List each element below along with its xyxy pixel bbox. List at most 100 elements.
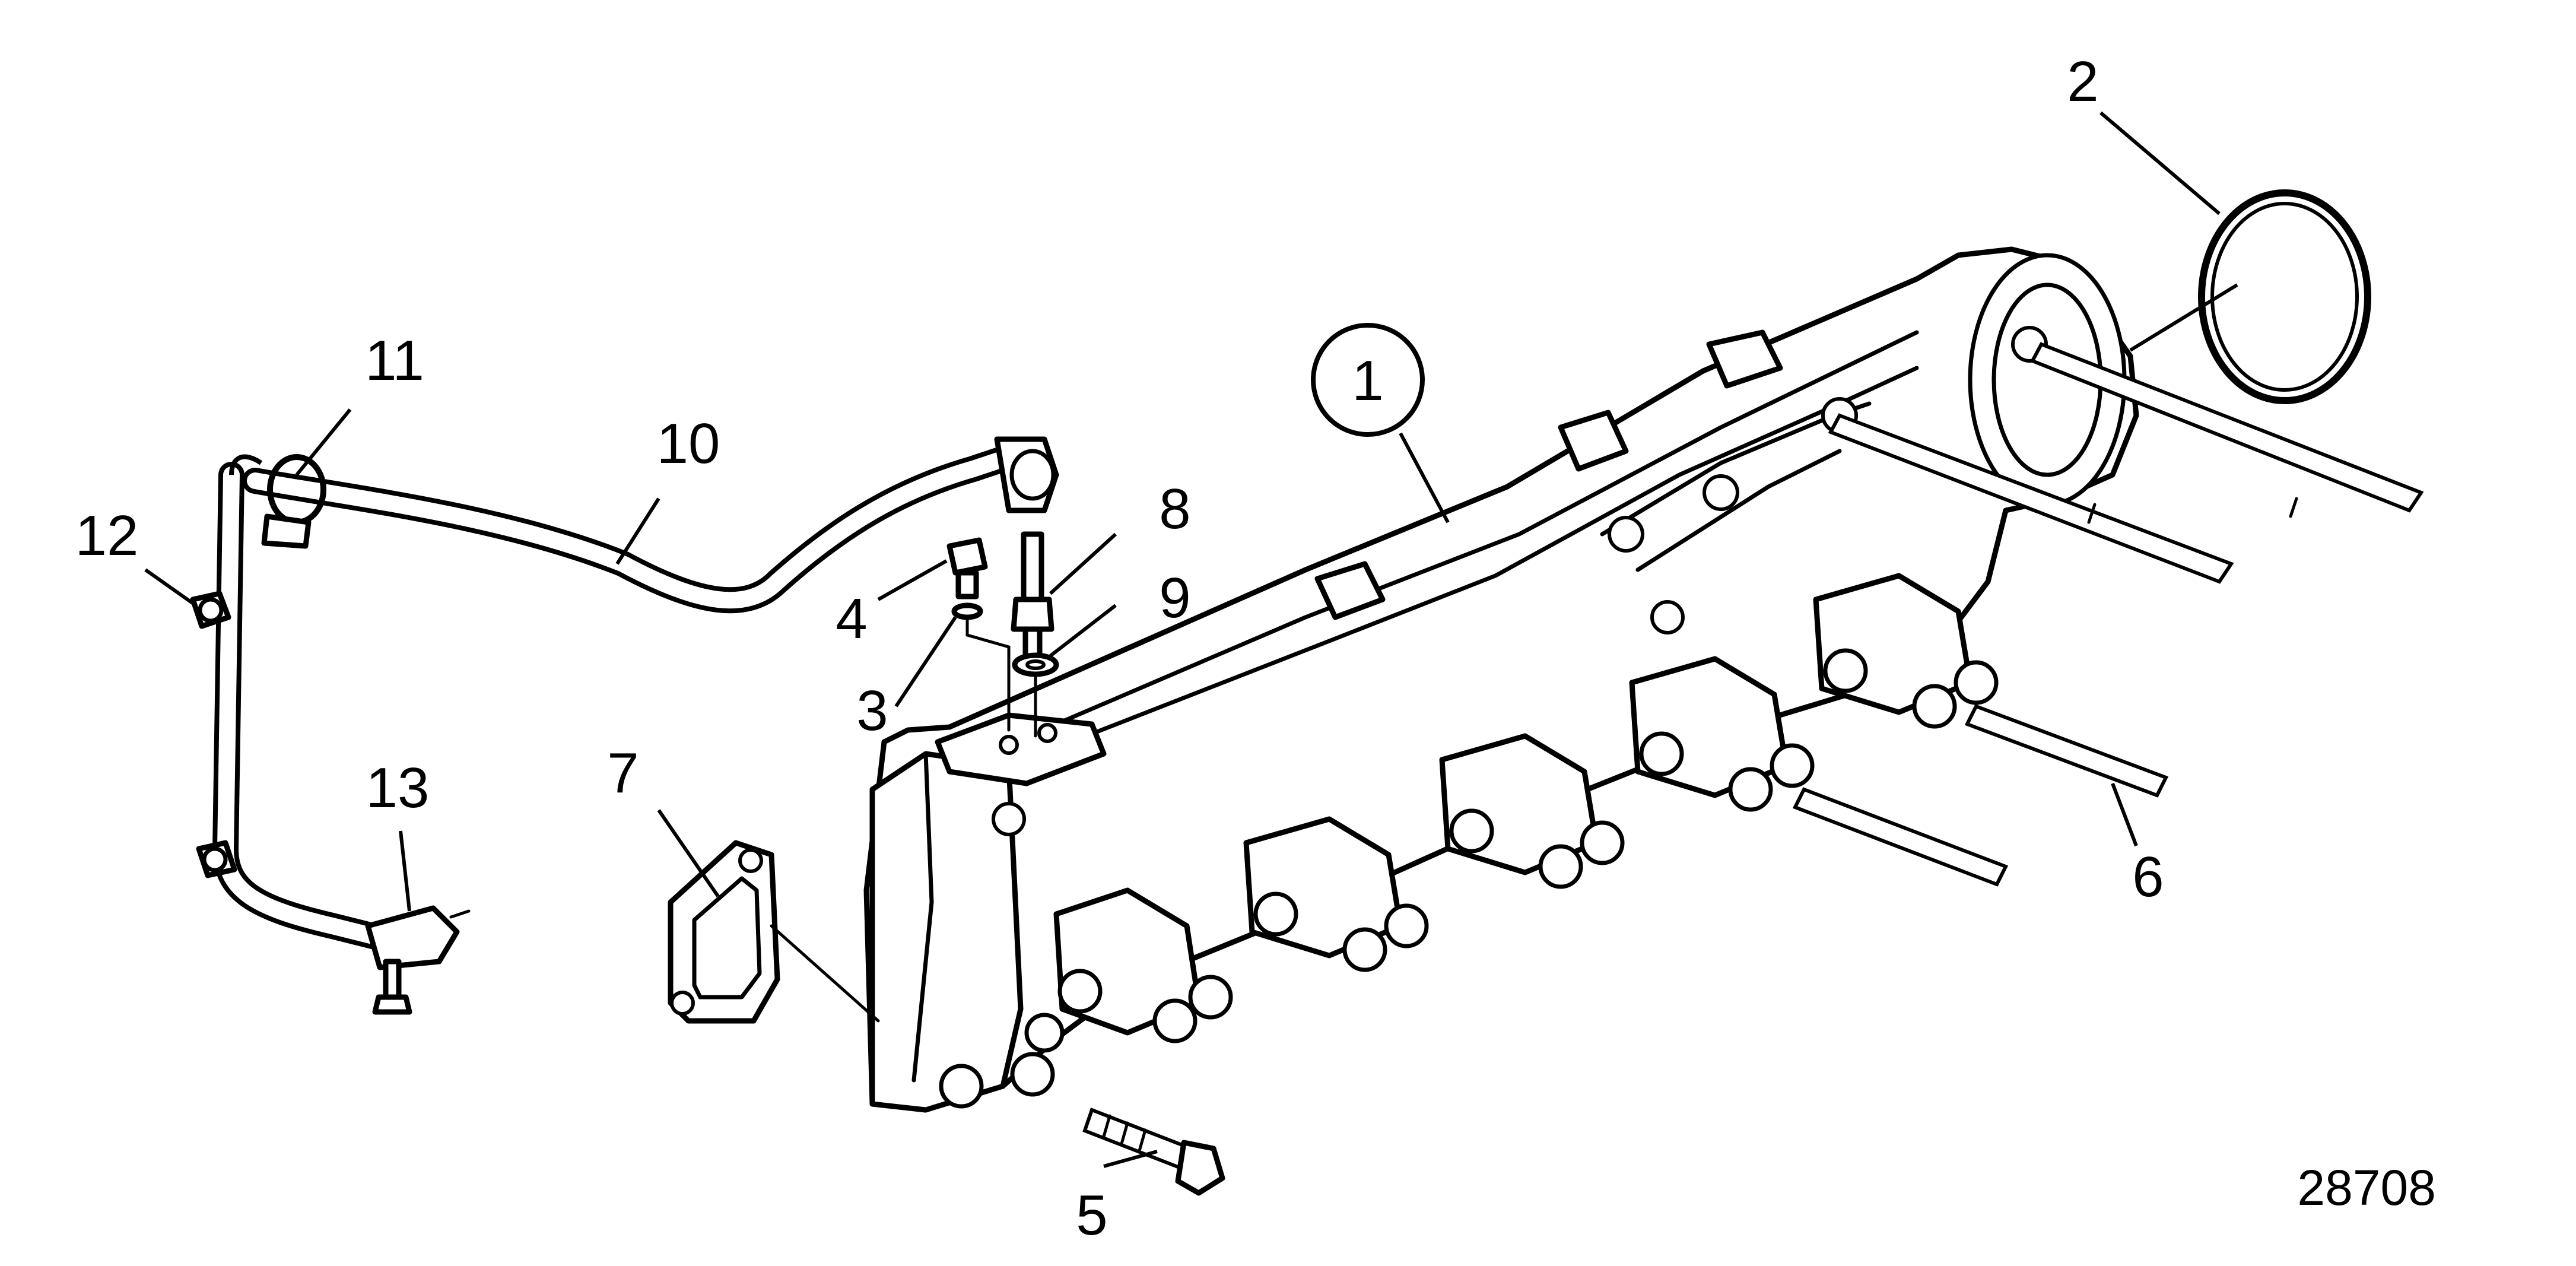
manifold-top-boss-2 [1558, 410, 1629, 472]
manifold-front-end [869, 751, 1024, 1113]
leader-2-stud [2129, 283, 2238, 352]
seal-part-3 [951, 602, 983, 620]
o-ring-outer [2198, 189, 2371, 404]
manifold-top-rail [971, 330, 1919, 762]
callout-9-label: 9 [1159, 566, 1190, 630]
pipe-top-bend [229, 454, 263, 475]
seal-ring [951, 602, 983, 620]
fitting-part-13 [365, 905, 471, 1015]
clip-lower-bolt [202, 846, 228, 872]
callout-8-label: 8 [1159, 477, 1190, 541]
sensor-thread [1022, 626, 1043, 659]
washer-hole [1025, 659, 1046, 670]
pipe-vertical-outline [212, 462, 417, 957]
sensor-body-upper [1021, 531, 1044, 602]
callout-4-label: 4 [836, 587, 867, 651]
clip-upper-bolt [198, 597, 224, 623]
callout-6-label: 6 [2132, 845, 2164, 909]
gasket-hole-bottom [670, 991, 695, 1016]
plug-part-4 [946, 537, 988, 599]
bracket-hole-2 [1702, 474, 1739, 511]
stud-1-thread-mark [2289, 497, 2298, 518]
plug-assembly-line [965, 618, 1011, 732]
stud-3 [1964, 704, 2169, 798]
stud-4 [1792, 787, 2009, 887]
bracket-hole-1 [1608, 516, 1644, 553]
pipe-outline [242, 444, 1022, 614]
intake-manifold [863, 246, 2139, 1113]
bolt-head [1175, 1140, 1225, 1196]
leader-11 [295, 408, 352, 476]
stud-2-thread-mark [2087, 503, 2097, 524]
leader-6 [2111, 782, 2138, 847]
callout-1: 1 [1311, 323, 1425, 437]
callout-3-label: 3 [856, 679, 888, 743]
manifold-front-edge [911, 751, 934, 1083]
callout-11-label: 11 [365, 329, 424, 392]
leader-lines [144, 111, 2238, 1168]
sensor-pad-hole-1 [999, 735, 1019, 755]
leader-3 [894, 616, 957, 707]
runner-port-3 [1439, 733, 1625, 889]
bolt-part-5 [1082, 1108, 1225, 1196]
o-ring-inner [2210, 202, 2359, 392]
callout-13-label: 13 [366, 756, 430, 820]
manifold-top-rail-lower [947, 366, 1919, 792]
manifold-top-boss-1 [1314, 561, 1386, 620]
figure-number: 28708 [2297, 1160, 2436, 1216]
leader-1 [1399, 432, 1450, 523]
gasket-opening [692, 876, 762, 1000]
callout-1-label: 1 [1352, 349, 1383, 413]
clamp-part-11 [261, 454, 326, 549]
gasket-part-7 [668, 840, 880, 1024]
callout-10-label: 10 [657, 412, 720, 475]
leader-4 [877, 559, 948, 601]
clamp-tab [261, 513, 312, 549]
leader-13 [399, 830, 411, 912]
fitting-bolt-shank [383, 959, 402, 1000]
leader-9 [1049, 604, 1117, 658]
front-lower-boss-3 [1024, 1013, 1065, 1053]
o-ring-part-2 [2198, 189, 2371, 404]
runner-port-5 [1813, 573, 1999, 729]
clip-part-12 [190, 591, 237, 878]
leader-5 [1103, 1150, 1158, 1168]
leader-12 [144, 568, 197, 607]
sensor-hex [1011, 596, 1054, 632]
callout-1-circle [1311, 323, 1425, 437]
runner-port-4 [1629, 656, 1815, 812]
manifold-top-boss-3 [1706, 329, 1783, 389]
leader-10 [615, 497, 660, 565]
manifold-front-hole [992, 802, 1026, 836]
runner-port-1 [1053, 887, 1233, 1043]
leader-8 [1049, 532, 1117, 595]
sensor-part-8 [1011, 531, 1054, 659]
callout-2-label: 2 [2067, 50, 2098, 113]
bracket-hole-5 [1650, 600, 1685, 634]
front-lower-boss-2 [1010, 1052, 1055, 1097]
front-lower-boss-1 [939, 1064, 984, 1109]
fitting-bolt-head [372, 994, 412, 1015]
runner-port-2 [1243, 816, 1429, 972]
washer-part-9 [1012, 652, 1059, 677]
gasket-assembly-line [770, 924, 880, 1023]
manifold-bracket-arm-lower [1635, 449, 1842, 572]
pipe-fill [247, 449, 1017, 609]
fitting-stub [449, 909, 471, 919]
leader-7 [657, 809, 720, 897]
studs-part-6 [1792, 342, 2424, 887]
bolt-thread-3 [1138, 1128, 1147, 1153]
pipe-vertical-fill [217, 467, 412, 952]
plug-head [946, 537, 988, 576]
callout-7-label: 7 [607, 741, 639, 805]
fitting-bracket [365, 905, 460, 970]
callout-12-label: 12 [75, 504, 139, 567]
sensor-pad-hole-2 [1037, 723, 1057, 743]
pipe-fitting-nut [1009, 449, 1056, 501]
callout-5-label: 5 [1076, 1183, 1107, 1247]
bolt-thread-2 [1120, 1121, 1129, 1146]
stud-2 [1828, 413, 2234, 584]
stud-1 [2029, 342, 2424, 513]
